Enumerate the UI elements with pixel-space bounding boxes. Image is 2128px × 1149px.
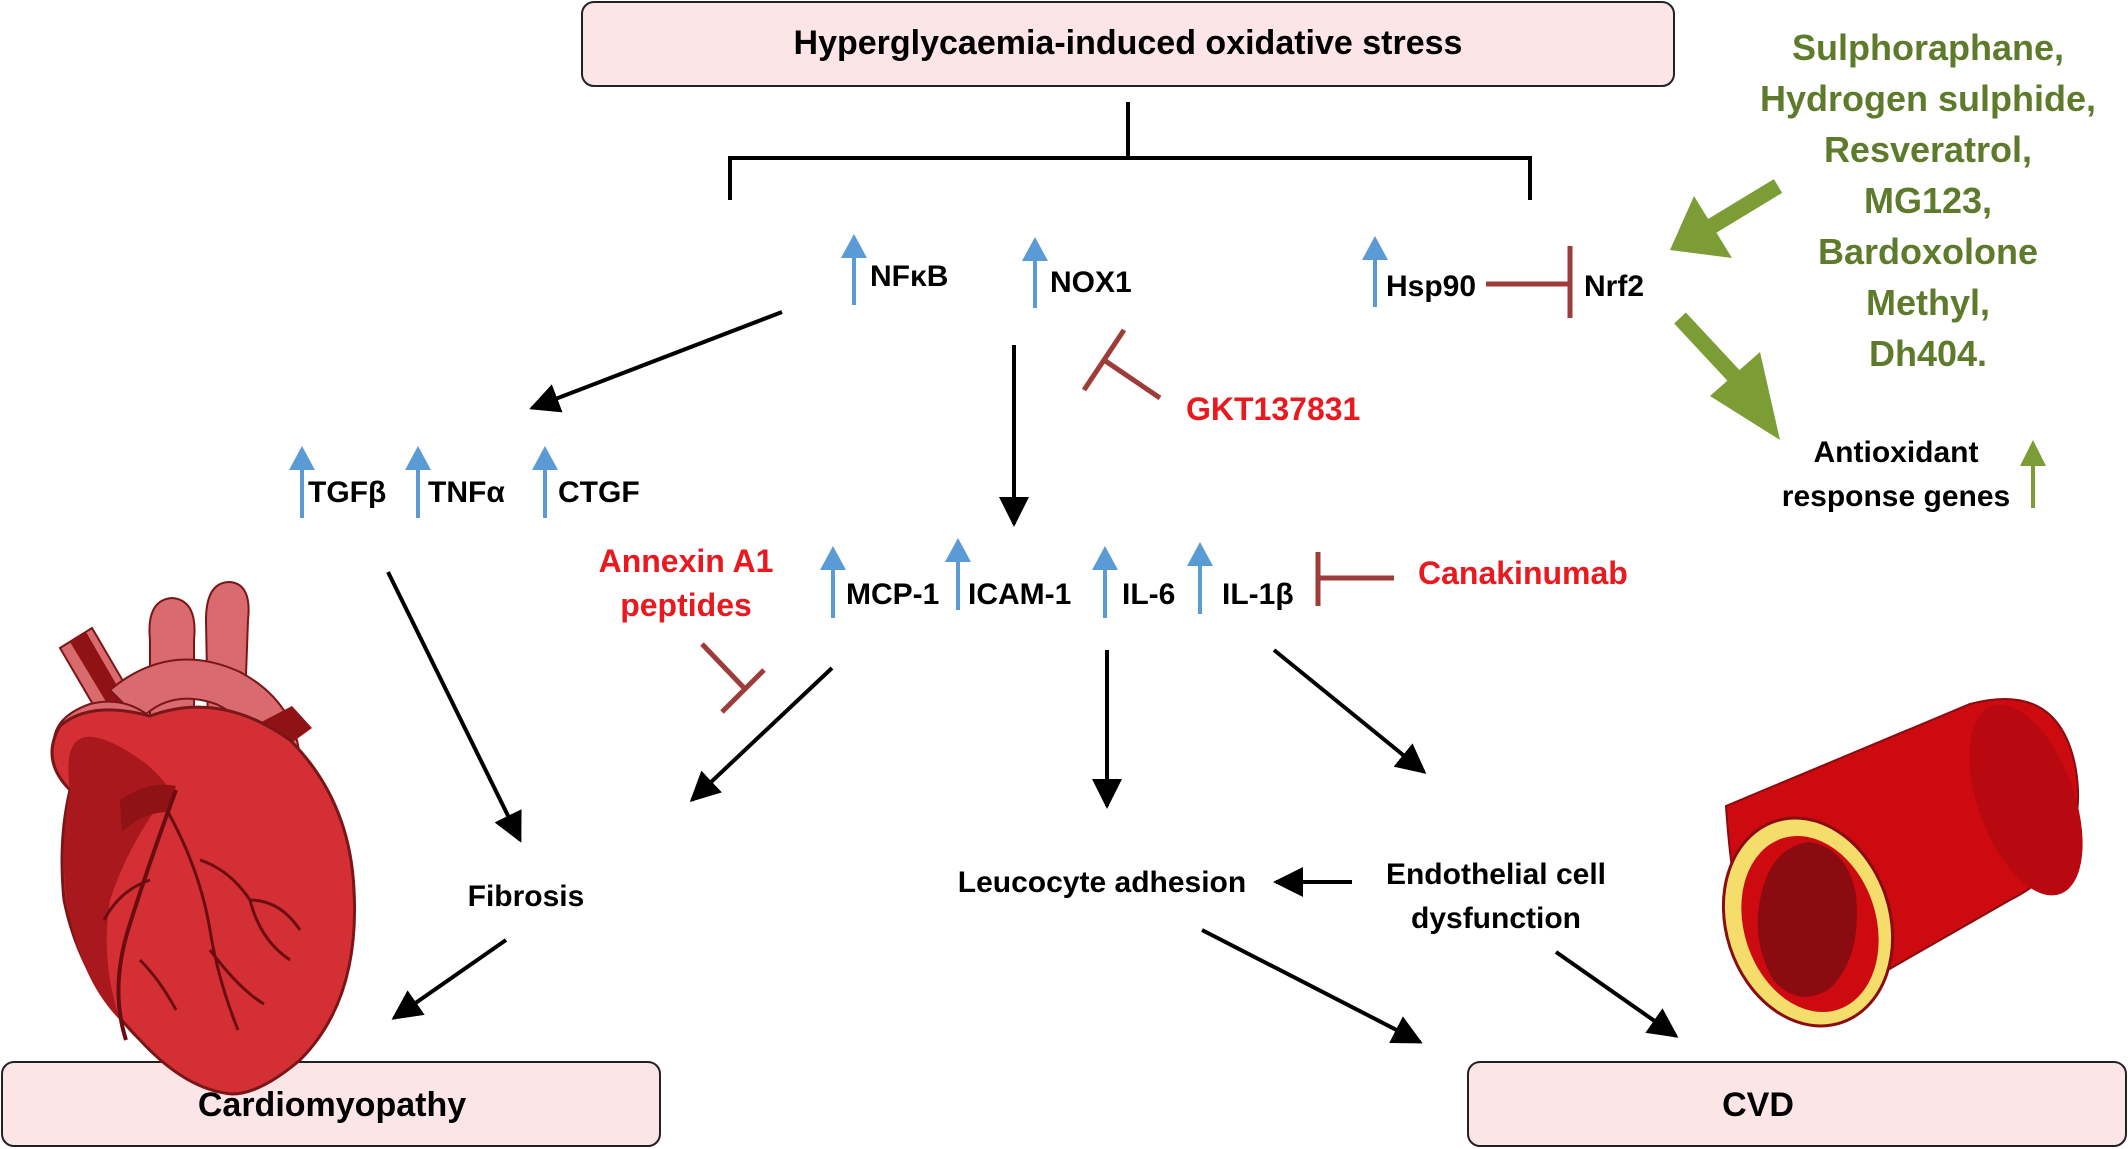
cardiomyopathy-box: Cardiomyopathy (1, 1061, 661, 1147)
antioxidant-line-0: Antioxidant (1814, 436, 1979, 469)
activator-5: Methyl, (1866, 282, 1990, 323)
marker-il1b-label: IL-1β (1222, 578, 1294, 611)
cvd-label: CVD (1722, 1086, 1794, 1124)
activator-4: Bardoxolone (1818, 231, 2038, 272)
activator-0: Sulphoraphane, (1792, 27, 2064, 68)
marker-nfkb-label: NFκB (870, 260, 948, 293)
activator-3: MG123, (1864, 180, 1992, 221)
marker-mcp1: MCP-1 (820, 546, 939, 618)
up-arrow-icon (532, 446, 558, 518)
drug-canakinumab-label: Canakinumab (1418, 555, 1628, 591)
top-box: Hyperglycaemia-induced oxidative stress (581, 1, 1675, 87)
blood-vessel-illustration-icon (1721, 697, 2083, 1028)
up-arrow-icon (1092, 546, 1118, 618)
green-activation-arrow (1670, 179, 1783, 258)
marker-nrf2-label: Nrf2 (1584, 270, 1644, 303)
nrf2-activators-list: Sulphoraphane, Hydrogen sulphide, Resver… (1760, 27, 2096, 374)
drug-annexin-line-1: peptides (620, 587, 752, 623)
marker-tgfb-label: TGFβ (308, 476, 386, 509)
arrow-il1b-to-endothelial (1272, 648, 1427, 774)
green-up-arrow-icon (2020, 440, 2046, 508)
marker-ctgf: CTGF (532, 446, 640, 518)
marker-ctgf-label: CTGF (558, 476, 640, 509)
up-arrow-icon (820, 546, 846, 618)
activator-6: Dh404. (1869, 333, 1987, 374)
marker-icam1: ICAM-1 (945, 538, 1071, 611)
top-box-label: Hyperglycaemia-induced oxidative stress (794, 24, 1463, 62)
marker-il6: IL-6 (1092, 546, 1175, 618)
up-arrow-icon (841, 234, 867, 305)
marker-icam1-label: ICAM-1 (968, 578, 1071, 611)
arrow-nfkb-to-tgfb (529, 310, 783, 413)
marker-il1b: IL-1β (1187, 542, 1294, 614)
marker-tnfa-label: TNFα (428, 476, 505, 509)
marker-tnfa: TNFα (405, 446, 505, 518)
up-arrow-icon (1362, 236, 1388, 307)
marker-il6-label: IL-6 (1122, 578, 1175, 611)
cvd-box: CVD (1467, 1061, 2127, 1147)
arrow-cytokines-to-fibrosis (689, 666, 834, 803)
up-arrow-icon (289, 446, 315, 518)
branch-bracket (728, 102, 1532, 200)
canakinumab-inhibition (1315, 552, 1394, 606)
marker-mcp1-label: MCP-1 (846, 578, 939, 611)
outcome-endothelial-line-1: dysfunction (1411, 902, 1581, 935)
up-arrow-icon (1022, 237, 1048, 308)
up-arrow-icon (1187, 542, 1213, 614)
activator-2: Resveratrol, (1824, 129, 2032, 170)
marker-tgfb: TGFβ (289, 446, 386, 518)
drug-annexin-line-0: Annexin A1 (599, 543, 774, 579)
gkt-inhibition (1081, 328, 1162, 401)
heart-illustration-icon (50, 580, 357, 1096)
outcome-fibrosis-label: Fibrosis (468, 880, 585, 913)
marker-hsp90: Hsp90 (1362, 236, 1476, 307)
arrow-endothelial-to-cvd (1554, 950, 1679, 1038)
outcome-leucocyte-label: Leucocyte adhesion (958, 866, 1246, 899)
green-output-arrow (1674, 312, 1780, 440)
annexin-inhibition (700, 642, 766, 714)
drug-gkt-label: GKT137831 (1186, 391, 1360, 427)
arrow-tgfb-to-fibrosis (386, 571, 522, 843)
marker-nfkb: NFκB (841, 234, 948, 305)
activator-1: Hydrogen sulphide, (1760, 78, 2096, 119)
marker-nox1-label: NOX1 (1050, 266, 1132, 299)
up-arrow-icon (945, 538, 971, 610)
outcome-endothelial-line-0: Endothelial cell (1386, 858, 1606, 891)
arrow-fibrosis-to-cardiomyopathy (391, 938, 508, 1020)
marker-hsp90-label: Hsp90 (1386, 270, 1476, 303)
antioxidant-line-1: response genes (1782, 480, 2010, 513)
antioxidant-response-genes: Antioxidant response genes (1782, 436, 2046, 513)
up-arrow-icon (405, 446, 431, 518)
arrow-leucocyte-to-cvd (1201, 928, 1423, 1044)
marker-nox1: NOX1 (1022, 237, 1132, 308)
hsp90-nrf2-inhibition (1486, 246, 1573, 318)
